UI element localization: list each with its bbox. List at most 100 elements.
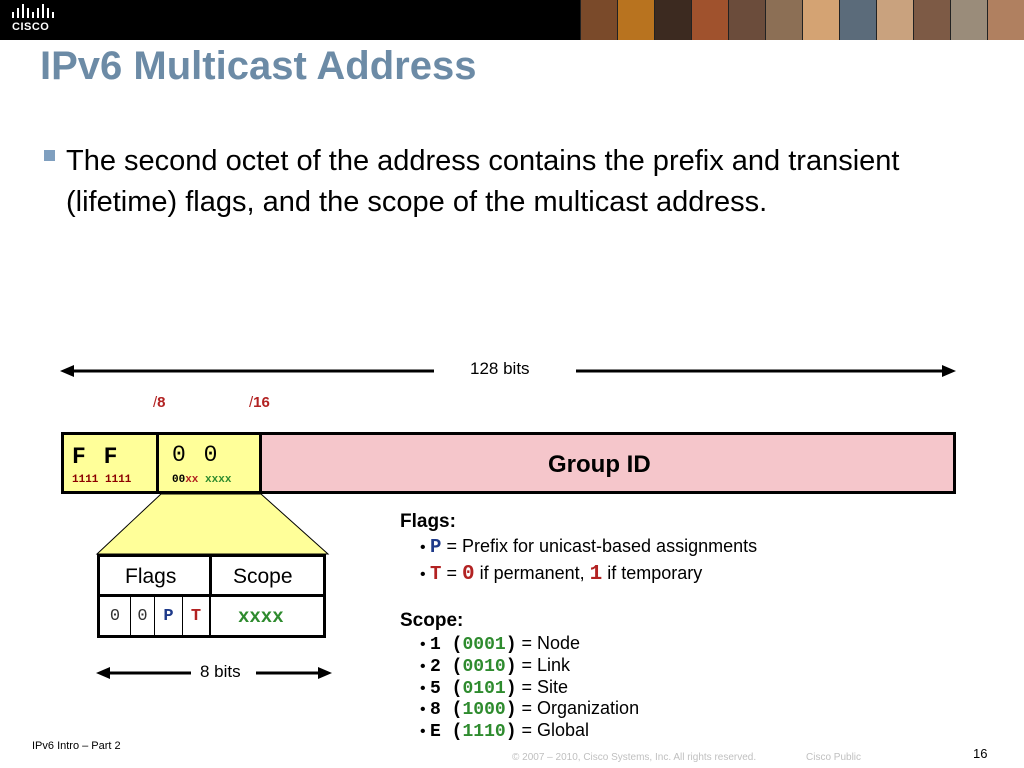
flag-t-one: 1 xyxy=(589,563,603,586)
flag-t-mid: if permanent, xyxy=(474,563,590,583)
scope-paren-close: ) xyxy=(505,657,517,677)
scope-binary: 0010 xyxy=(462,657,506,677)
scope-item: • 2 (0010) = Link xyxy=(420,655,570,677)
cisco-logo: CISCO xyxy=(8,4,64,36)
table-scope-header: Scope xyxy=(233,565,293,588)
prefix-8-label: /8 xyxy=(153,394,166,411)
scope-paren-close: ) xyxy=(505,679,517,699)
header-photo xyxy=(765,0,802,40)
flag-t-end: if temporary xyxy=(602,563,703,583)
arrow-128-bits xyxy=(60,365,956,377)
flag-bit-0: 0 xyxy=(100,597,131,638)
first-octet-binary: 1111 1111 xyxy=(72,474,132,486)
flag-bit-1: 0 xyxy=(131,597,155,638)
scope-eq: = xyxy=(516,677,538,697)
scope-paren-close: ) xyxy=(505,722,517,742)
binary-scope: xxxx xyxy=(205,474,232,486)
flag-bit-p: P xyxy=(155,597,183,638)
first-octet-hex: F F xyxy=(72,444,120,470)
bullet-dot: • xyxy=(420,566,431,583)
first-octet-box xyxy=(61,432,159,494)
bullet-dot: • xyxy=(420,636,431,653)
scope-item: • E (1110) = Global xyxy=(420,720,589,742)
scope-paren-open: ( xyxy=(440,657,463,677)
footer-copyright: © 2007 – 2010, Cisco Systems, Inc. All r… xyxy=(512,752,757,763)
scope-eq: = xyxy=(516,633,538,653)
scope-code: 5 xyxy=(430,679,441,699)
flag-t-letter: T xyxy=(430,563,442,585)
bullet-dot: • xyxy=(420,658,431,675)
header-photo xyxy=(839,0,876,40)
header-photo xyxy=(580,0,617,40)
scope-item: • 8 (1000) = Organization xyxy=(420,698,639,720)
bullet-square-icon xyxy=(44,150,55,161)
scope-paren-open: ( xyxy=(440,679,463,699)
table-flags-header: Flags xyxy=(125,565,177,588)
flag-t-zero: 0 xyxy=(461,563,475,586)
mark-16: 16 xyxy=(253,394,270,411)
scope-binary: 1110 xyxy=(462,722,506,742)
mark-8: 8 xyxy=(157,394,166,411)
binary-prefix: 00 xyxy=(172,474,186,486)
header-photo xyxy=(617,0,654,40)
header-photo xyxy=(876,0,913,40)
scope-binary: 0101 xyxy=(462,679,506,699)
scope-item: • 1 (0001) = Node xyxy=(420,633,580,655)
slide-title: IPv6 Multicast Address xyxy=(40,44,477,88)
scope-paren-open: ( xyxy=(440,700,463,720)
bullet-dot: • xyxy=(420,701,431,718)
scope-name: Site xyxy=(537,677,569,697)
scope-name: Organization xyxy=(537,698,640,718)
flag-bit-t: T xyxy=(183,597,211,638)
scope-binary: 0001 xyxy=(462,635,506,655)
scope-name: Node xyxy=(537,633,581,653)
flag-p-letter: P xyxy=(430,536,442,558)
scope-name: Link xyxy=(537,655,571,675)
scope-title: Scope: xyxy=(400,610,464,631)
scope-binary: 1000 xyxy=(462,700,506,720)
binary-flags: xx xyxy=(185,474,199,486)
scope-eq: = xyxy=(516,698,538,718)
bullet-dot: • xyxy=(420,680,431,697)
second-octet-hex: 0 0 xyxy=(172,442,220,468)
eight-bits-label: 8 bits xyxy=(200,662,241,681)
flag-p-text: = Prefix for unicast-based assignments xyxy=(441,536,758,556)
header-photo xyxy=(691,0,728,40)
arrow-8-bits xyxy=(96,667,332,679)
scope-paren-close: ) xyxy=(505,635,517,655)
footer-classification: Cisco Public xyxy=(806,752,862,763)
scope-code: 1 xyxy=(430,635,441,655)
header-photo xyxy=(654,0,691,40)
scope-paren-close: ) xyxy=(505,700,517,720)
total-bits-label: 128 bits xyxy=(470,359,530,378)
flag-t-eq: = xyxy=(441,563,462,583)
scope-eq: = xyxy=(516,720,538,740)
scope-code: 2 xyxy=(430,657,441,677)
bullet-text: The second octet of the address contains… xyxy=(66,145,900,218)
header-photo xyxy=(728,0,765,40)
page-number: 16 xyxy=(973,746,988,761)
header-photo-strip xyxy=(580,0,1024,40)
bullet-dot: • xyxy=(420,539,431,556)
cisco-bridge-icon xyxy=(12,4,54,18)
table-column-divider xyxy=(209,554,212,596)
flag-p-item: • P = Prefix for unicast-based assignmen… xyxy=(420,536,757,558)
header-photo xyxy=(913,0,950,40)
second-octet-binary: 00xx xxxx xyxy=(172,474,231,486)
second-octet-box xyxy=(159,432,262,494)
scope-paren-open: ( xyxy=(440,722,463,742)
scope-bits-value: xxxx xyxy=(238,606,284,628)
table-row-divider xyxy=(97,594,326,597)
bullet-dot: • xyxy=(420,723,431,740)
slash-16: / xyxy=(249,394,254,411)
scope-code: 8 xyxy=(430,700,441,720)
logo-text: CISCO xyxy=(12,21,50,33)
slash-8: / xyxy=(153,394,158,411)
flag-t-item: • T = 0 if permanent, 1 if temporary xyxy=(420,563,702,586)
scope-item: • 5 (0101) = Site xyxy=(420,677,568,699)
scope-name: Global xyxy=(537,720,590,740)
header-photo xyxy=(987,0,1024,40)
expansion-funnel xyxy=(95,494,330,555)
scope-code: E xyxy=(430,722,441,742)
header-photo xyxy=(950,0,987,40)
